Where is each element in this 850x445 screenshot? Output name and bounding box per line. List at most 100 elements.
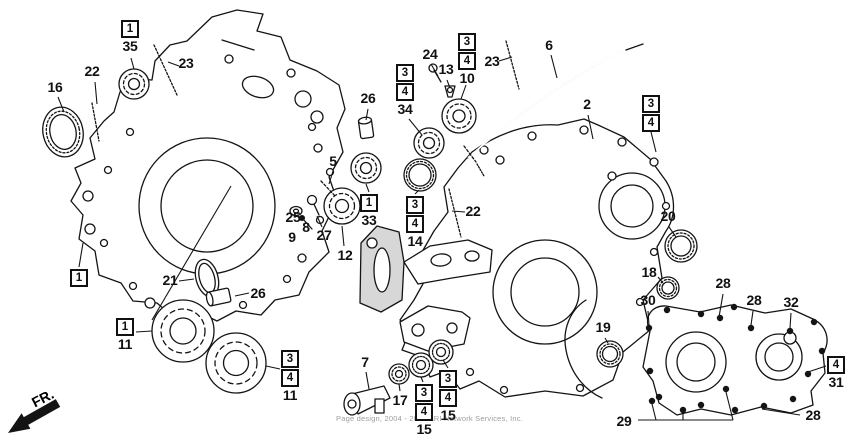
option-code-box[interactable]: 1 bbox=[116, 318, 134, 336]
part-number-label[interactable]: 7 bbox=[361, 354, 369, 370]
option-code-box[interactable]: 4 bbox=[458, 52, 476, 70]
part-number-label[interactable]: 24 bbox=[422, 46, 438, 62]
callout-1-left-case[interactable]: 1 bbox=[70, 269, 88, 287]
callout-17[interactable]: 17 bbox=[393, 393, 408, 407]
part-number-label[interactable]: 28 bbox=[715, 275, 731, 291]
callout-6[interactable]: 6 bbox=[545, 38, 553, 52]
option-code-box[interactable]: 4 bbox=[396, 83, 414, 101]
part-number-label[interactable]: 10 bbox=[459, 70, 475, 86]
part-number-label[interactable]: 20 bbox=[660, 208, 676, 224]
callout-21[interactable]: 21 bbox=[163, 273, 178, 287]
callout-23-left[interactable]: 23 bbox=[179, 56, 194, 70]
callout-2[interactable]: 2 bbox=[583, 97, 591, 111]
part-number-label[interactable]: 6 bbox=[545, 37, 553, 53]
callout-32[interactable]: 32 bbox=[784, 295, 799, 309]
option-code-box[interactable]: 4 bbox=[827, 356, 845, 374]
callout-8[interactable]: 8 bbox=[302, 220, 310, 234]
option-code-box[interactable]: 1 bbox=[70, 269, 88, 287]
part-number-label[interactable]: 17 bbox=[392, 392, 408, 408]
callout-27[interactable]: 27 bbox=[317, 228, 332, 242]
option-code-box[interactable]: 3 bbox=[439, 370, 457, 388]
callout-5[interactable]: 5 bbox=[329, 154, 337, 168]
callout-22-mid[interactable]: 22 bbox=[466, 204, 481, 218]
part-number-label[interactable]: 32 bbox=[783, 294, 799, 310]
callout-25[interactable]: 25 bbox=[286, 210, 301, 224]
part-number-label[interactable]: 13 bbox=[438, 61, 454, 77]
part-number-label[interactable]: 14 bbox=[407, 233, 423, 249]
part-number-label[interactable]: 12 bbox=[337, 247, 353, 263]
callout-30[interactable]: 30 bbox=[641, 293, 656, 307]
callout-20[interactable]: 20 bbox=[661, 209, 676, 223]
callout-12[interactable]: 12 bbox=[338, 248, 353, 262]
option-code-box[interactable]: 4 bbox=[642, 114, 660, 132]
option-code-box[interactable]: 4 bbox=[439, 389, 457, 407]
part-number-label[interactable]: 34 bbox=[397, 101, 413, 117]
callout-24[interactable]: 24 bbox=[423, 47, 438, 61]
callout-19[interactable]: 19 bbox=[596, 320, 611, 334]
part-number-label[interactable]: 30 bbox=[640, 292, 656, 308]
part-number-label[interactable]: 18 bbox=[641, 264, 657, 280]
callout-28-bottom[interactable]: 28 bbox=[806, 408, 821, 422]
part-number-label[interactable]: 28 bbox=[746, 292, 762, 308]
stud-22-mid-drawing bbox=[448, 188, 462, 238]
callout-7[interactable]: 7 bbox=[361, 355, 369, 369]
part-number-label[interactable]: 27 bbox=[316, 227, 332, 243]
callout-29[interactable]: 29 bbox=[617, 414, 632, 428]
callout-13[interactable]: 13 bbox=[439, 62, 454, 76]
callout-28-right[interactable]: 28 bbox=[747, 293, 762, 307]
part-number-label[interactable]: 5 bbox=[329, 153, 337, 169]
option-code-box[interactable]: 3 bbox=[415, 384, 433, 402]
part-number-label[interactable]: 8 bbox=[302, 219, 310, 235]
callout-28-top[interactable]: 28 bbox=[716, 276, 731, 290]
option-code-box[interactable]: 3 bbox=[396, 64, 414, 82]
part-number-label[interactable]: 15 bbox=[416, 421, 432, 437]
callout-18[interactable]: 18 bbox=[642, 265, 657, 279]
part-number-label[interactable]: 29 bbox=[616, 413, 632, 429]
option-code-box[interactable]: 4 bbox=[406, 215, 424, 233]
callout-23-right[interactable]: 23 bbox=[485, 54, 500, 68]
part-number-label[interactable]: 22 bbox=[465, 203, 481, 219]
part-number-label[interactable]: 26 bbox=[360, 90, 376, 106]
option-code-box[interactable]: 3 bbox=[642, 95, 660, 113]
part-number-label[interactable]: 15 bbox=[440, 407, 456, 423]
part-number-label[interactable]: 21 bbox=[162, 272, 178, 288]
part-number-label[interactable]: 23 bbox=[178, 55, 194, 71]
callout-9[interactable]: 9 bbox=[288, 230, 296, 244]
option-code-box[interactable]: 3 bbox=[281, 350, 299, 368]
option-code-box[interactable]: 4 bbox=[415, 403, 433, 421]
callout-26-bottom[interactable]: 26 bbox=[251, 286, 266, 300]
callout-26-top[interactable]: 26 bbox=[361, 91, 376, 105]
part-number-label[interactable]: 26 bbox=[250, 285, 266, 301]
option-code-box[interactable]: 3 bbox=[458, 33, 476, 51]
part-number-label[interactable]: 23 bbox=[484, 53, 500, 69]
option-code-box[interactable]: 1 bbox=[121, 20, 139, 38]
part-number-label[interactable]: 19 bbox=[595, 319, 611, 335]
part-number-label[interactable]: 2 bbox=[583, 96, 591, 112]
part-number-label[interactable]: 11 bbox=[282, 387, 298, 403]
part-number-label[interactable]: 33 bbox=[361, 212, 377, 228]
part-number-label[interactable]: 28 bbox=[805, 407, 821, 423]
option-code-box[interactable]: 3 bbox=[406, 196, 424, 214]
part-number-label[interactable]: 31 bbox=[828, 374, 844, 390]
option-code-box[interactable]: 1 bbox=[360, 194, 378, 212]
part-number-label[interactable]: 11 bbox=[117, 336, 133, 352]
callout-16[interactable]: 16 bbox=[48, 80, 63, 94]
part-number-label[interactable]: 9 bbox=[288, 229, 296, 245]
part-number-label[interactable]: 25 bbox=[285, 209, 301, 225]
option-code-box[interactable]: 4 bbox=[281, 369, 299, 387]
part-number-label[interactable]: 22 bbox=[84, 63, 100, 79]
part-number-label[interactable]: 35 bbox=[122, 38, 138, 54]
callout-22-left[interactable]: 22 bbox=[85, 64, 100, 78]
part-number-label[interactable]: 16 bbox=[47, 79, 63, 95]
